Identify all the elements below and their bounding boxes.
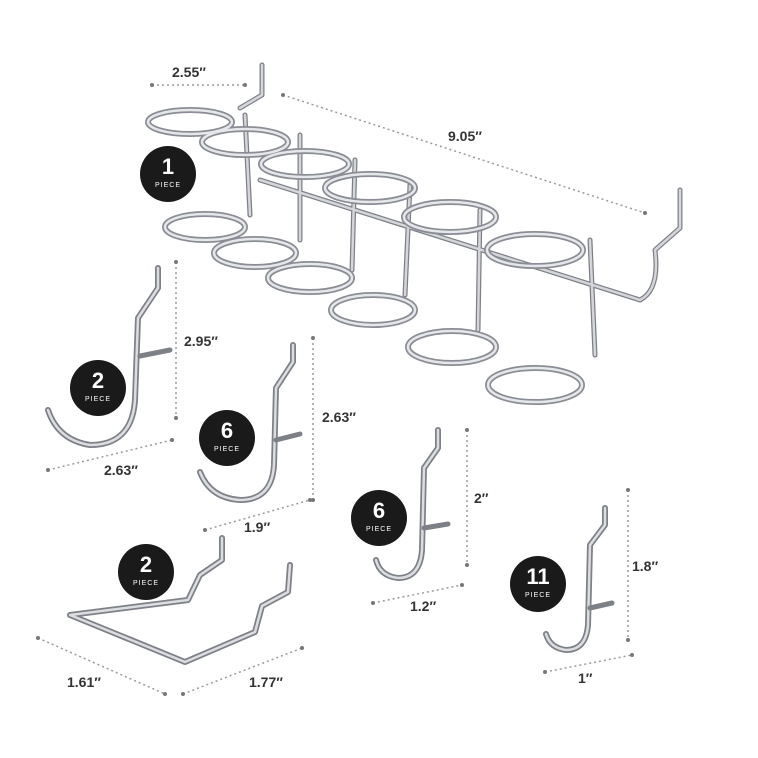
badge-unit: PIECE <box>132 580 159 587</box>
badge-count: 6 <box>372 498 386 523</box>
dim-medium-width: 1.9″ <box>244 519 271 535</box>
dim-jhook-width: 2.63″ <box>104 462 138 478</box>
badge-count: 1 <box>161 154 175 179</box>
quantity-badge-small-j-hook: 6 PIECE <box>351 490 407 546</box>
dimension-arrowheads <box>36 83 647 696</box>
badge-unit: PIECE <box>365 526 392 533</box>
dim-small-height: 2″ <box>474 490 489 506</box>
dim-mini-width: 1″ <box>578 670 593 686</box>
long-j-hook-illustration <box>45 265 173 448</box>
dimension-lines <box>37 84 646 695</box>
badge-count: 11 <box>526 564 550 589</box>
dim-medium-height: 2.63″ <box>322 409 356 425</box>
badge-unit: PIECE <box>154 182 181 189</box>
badge-count: 2 <box>139 552 153 577</box>
quantity-badge-ring-holder: 1 PIECE <box>140 146 196 202</box>
loop-hook-illustration <box>67 535 293 665</box>
ring-holder-illustration <box>145 62 683 405</box>
dim-loop-depth: 1.61″ <box>67 674 101 690</box>
small-j-hook-illustration <box>373 427 451 581</box>
badge-count: 6 <box>220 418 234 443</box>
badge-count: 2 <box>91 368 105 393</box>
dim-small-width: 1.2″ <box>410 598 437 614</box>
badge-unit: PIECE <box>213 446 240 453</box>
badge-unit: PIECE <box>524 592 551 599</box>
dim-jhook-height: 2.95″ <box>184 333 218 349</box>
mini-j-hook-illustration <box>543 505 615 653</box>
badge-unit: PIECE <box>84 396 111 403</box>
quantity-badge-mini-j-hook: 11 PIECE <box>510 556 566 612</box>
medium-j-hook-illustration <box>197 342 303 503</box>
quantity-badge-loop-hook: 2 PIECE <box>118 544 174 600</box>
quantity-badge-long-j-hook: 2 PIECE <box>70 360 126 416</box>
dim-loop-width: 1.77″ <box>249 674 283 690</box>
dim-holder-spacing: 2.55″ <box>172 64 206 80</box>
dim-holder-length: 9.05″ <box>448 128 482 144</box>
quantity-badge-medium-j-hook: 6 PIECE <box>199 410 255 466</box>
dim-mini-height: 1.8″ <box>632 558 659 574</box>
